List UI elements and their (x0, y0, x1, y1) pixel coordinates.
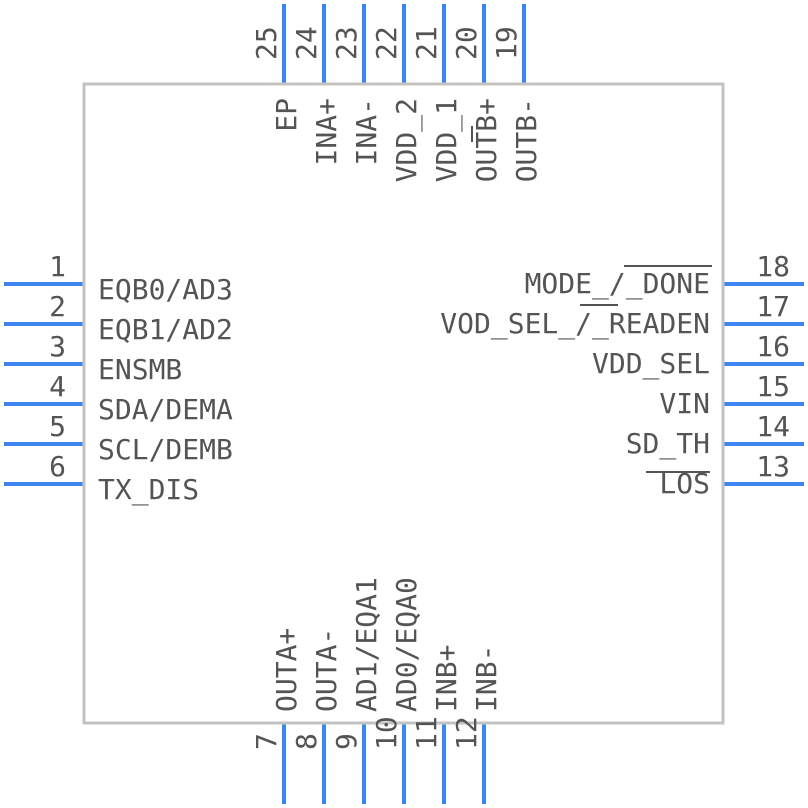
pin-number-15: 15 (756, 370, 790, 403)
pin-number-21: 21 (410, 26, 443, 60)
pins-layer (4, 4, 804, 804)
pin-number-5: 5 (49, 410, 66, 443)
pin-label-16: VDD_SEL (592, 347, 710, 381)
pin-number-14: 14 (756, 410, 790, 443)
pin-number-7: 7 (250, 733, 283, 750)
pin-number-8: 8 (290, 733, 323, 750)
pin-label-21: VDD_1 (430, 98, 464, 182)
pin-label-1: EQB0/AD3 (98, 273, 233, 306)
pin-label-19: OUTB- (510, 98, 543, 182)
pin-label-18: MODE_/_DONE (525, 267, 710, 301)
pin-label-9: AD1/EQA1 (350, 577, 383, 712)
pin-number-24: 24 (290, 26, 323, 60)
pin-number-10: 10 (370, 716, 403, 750)
pin-number-1: 1 (49, 250, 66, 283)
pin-label-22: VDD_2 (390, 98, 424, 182)
pin-label-11: INB+ (430, 645, 463, 712)
pin-number-23: 23 (330, 26, 363, 60)
pin-number-16: 16 (756, 330, 790, 363)
pin-number-2: 2 (49, 290, 66, 323)
pin-number-22: 22 (370, 26, 403, 60)
pin-number-9: 9 (330, 733, 363, 750)
pin-number-18: 18 (756, 250, 790, 283)
pin-number-6: 6 (49, 450, 66, 483)
pin-label-25: EP (270, 98, 303, 132)
pin-label-8: OUTA- (310, 628, 343, 712)
pin-number-19: 19 (490, 26, 523, 60)
pin-number-17: 17 (756, 290, 790, 323)
pin-number-20: 20 (450, 26, 483, 60)
pin-label-10: AD0/EQA0 (390, 577, 423, 712)
component-body (82, 82, 725, 725)
pin-label-12: INB- (470, 645, 503, 712)
pin-label-15: VIN (659, 387, 710, 420)
pin-label-20: OUTB+ (470, 98, 503, 182)
pin-label-6: TX_DIS (98, 473, 199, 507)
pin-number-13: 13 (756, 450, 790, 483)
pin-label-14: SD_TH (626, 427, 710, 461)
pin-number-3: 3 (49, 330, 66, 363)
pin-label-17: VOD_SEL_/_READEN (440, 307, 710, 341)
pin-label-23: INA- (350, 98, 383, 165)
pin-number-11: 11 (410, 716, 443, 750)
pin-label-4: SDA/DEMA (98, 393, 233, 426)
pin-number-4: 4 (49, 370, 66, 403)
pin-number-25: 25 (250, 26, 283, 60)
pin-label-3: ENSMB (98, 353, 182, 386)
pin-label-7: OUTA+ (270, 628, 303, 712)
pin-label-2: EQB1/AD2 (98, 313, 233, 346)
pin-label-24: INA+ (310, 98, 343, 165)
pin-label-5: SCL/DEMB (98, 433, 233, 466)
pin-number-12: 12 (450, 716, 483, 750)
